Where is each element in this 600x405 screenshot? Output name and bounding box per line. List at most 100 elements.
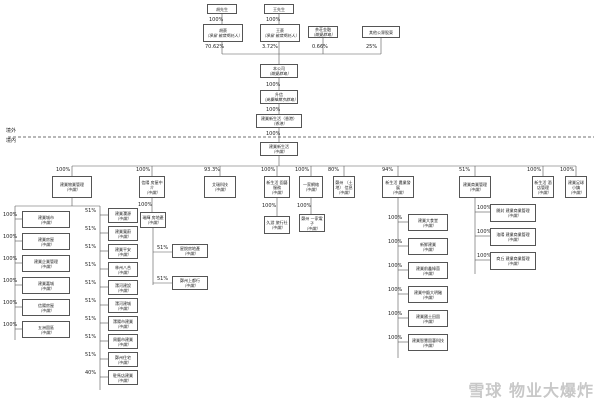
pct-level1-4: 100%: [295, 167, 310, 173]
level1-entity-7: 建業商業管理（中國）: [459, 176, 491, 198]
entity-jurisdiction: （中國）: [64, 187, 80, 192]
entity-name: 建業城市: [38, 214, 54, 220]
shareholder-wang: 王先生: [264, 4, 294, 14]
pct-pm-right-6: 51%: [85, 316, 97, 322]
entity-name: 建業前鑫綠茵: [416, 265, 440, 271]
entity-name: 胡先生: [216, 6, 228, 12]
pm-left-entity-2: 建業企業管理（中國）: [22, 255, 70, 272]
pct-agri-5: 100%: [388, 335, 403, 341]
trustee-wang: 王蔡（承留 被禁受託人）: [260, 24, 300, 42]
pm-right-entity-8: 鄭州住宅（中國）: [108, 352, 138, 367]
entity-name: 艾瑞科技: [212, 182, 228, 187]
entity-name: 王先生: [273, 6, 285, 12]
entity-jurisdiction: （中國）: [420, 294, 436, 300]
entity-jurisdiction: （中國）: [38, 219, 54, 225]
garden-entity-0: 久游 旅行社（中國）: [264, 216, 290, 234]
entity-jurisdiction: （中國）: [182, 283, 198, 288]
agri-entity-1: 新鮮建業（中國）: [408, 238, 448, 255]
entity-jurisdiction: （中國）: [115, 287, 131, 293]
pct-pm-right-7: 51%: [85, 334, 97, 340]
entity-name: 建業平安: [115, 246, 131, 252]
pct-pm-right-0: 51%: [85, 208, 97, 214]
pct-level1-5: 80%: [328, 167, 340, 173]
shengxin-bvi: 升信（英屬維爾京群島）: [260, 90, 298, 104]
entity-jurisdiction: （中國）: [145, 220, 161, 225]
pct-level1-0: 100%: [56, 167, 71, 173]
entity-jurisdiction: （中國）: [505, 213, 521, 218]
entity-jurisdiction: （中國）: [115, 251, 131, 257]
pct-chain-3: 100%: [266, 131, 281, 137]
entity-jurisdiction: （中國）: [271, 149, 287, 154]
entity-jurisdiction: （中國）: [38, 285, 54, 291]
entity-name: 建業嘉城: [38, 280, 54, 286]
entity-name: 建業物業管理: [60, 182, 84, 187]
entity-name: 鄭州住宅: [115, 354, 131, 360]
pct-wang: 100%: [266, 17, 281, 23]
pct-network-0: 100%: [297, 203, 312, 209]
entity-name: 駐馬店建業: [113, 372, 133, 378]
pct-agri-1: 100%: [388, 239, 403, 245]
outside-label: 境外: [6, 128, 17, 134]
entity-name: 建業大食堂: [418, 217, 438, 223]
pct-agency-1: 51%: [157, 245, 169, 251]
entity-name: 商丘 建業商業管理: [496, 256, 530, 261]
entity-jurisdiction: （中國）: [390, 189, 406, 195]
level1-entity-8: 新生活 酒店管理（中國）: [532, 176, 554, 198]
agri-entity-0: 建業大食堂（中國）: [408, 214, 448, 231]
entity-name: 茶荘金融: [315, 27, 331, 32]
pct-cap-hu: 70.62%: [205, 44, 225, 50]
entity-name: 本公司: [273, 66, 285, 71]
agency-entity-0: 瑞輝 房地產（中國）: [140, 212, 166, 228]
entity-name: 建業房屋: [38, 236, 54, 242]
pct-chain-2: 100%: [266, 107, 281, 113]
entity-jurisdiction: （香港）: [271, 121, 287, 126]
entity-name: 建業新生活（香港）: [261, 116, 297, 121]
new-life-hk: 建業新生活（香港）（香港）: [256, 114, 302, 128]
agency-entity-2: 鄭州上都行（中國）: [172, 276, 208, 290]
entity-name: 星銳房地產: [180, 246, 200, 251]
entity-name: 鄭州 一家電子: [301, 215, 323, 226]
entity-jurisdiction: （中國）: [336, 189, 352, 195]
pct-commercial-2: 100%: [477, 253, 492, 259]
entity-jurisdiction: （中國）: [467, 187, 483, 192]
entity-name: 五洲園區: [38, 324, 54, 330]
pct-pm-right-9: 40%: [85, 370, 97, 376]
level1-entity-9: 建業足球 小鎮（中國）: [565, 176, 587, 198]
pct-level1-2: 93.3%: [204, 167, 220, 173]
entity-jurisdiction: （中國）: [115, 359, 131, 365]
entity-jurisdiction: （中國）: [115, 305, 131, 311]
entity-jurisdiction: （中國）: [115, 377, 131, 383]
inside-label: 境內: [6, 138, 17, 144]
pm-left-entity-3: 建業嘉城（中國）: [22, 277, 70, 294]
entity-name: 胡蔡: [219, 28, 227, 33]
network-entity-0: 鄭州 一家電子（中國）: [299, 214, 325, 232]
agri-entity-3: 建業中鍛大明豬（中國）: [408, 286, 448, 303]
entity-jurisdiction: （中國）: [568, 189, 584, 195]
entity-jurisdiction: （中國）: [212, 187, 228, 192]
level1-entity-1: 信陽 房屋中介（中國）: [139, 176, 165, 198]
level1-entity-4: 一家網絡（中國）: [299, 176, 323, 198]
entity-jurisdiction: （中國）: [303, 187, 319, 192]
pct-pm-right-8: 51%: [85, 352, 97, 358]
pct-chain-1: 100%: [266, 82, 281, 88]
agri-entity-5: 建業智慧園藝科技（中國）: [408, 334, 448, 351]
entity-name: 其他公眾股東: [369, 29, 393, 35]
entity-name: 建業中鍛大明豬: [414, 289, 442, 295]
entity-name: 鄭州 （土地） 信息: [335, 179, 353, 190]
pct-pm-right-3: 51%: [85, 262, 97, 268]
entity-jurisdiction: （中國）: [269, 225, 285, 230]
pct-pm-left-2: 100%: [3, 256, 18, 262]
entity-jurisdiction: （中國）: [420, 270, 436, 276]
pct-hu: 100%: [209, 17, 224, 23]
agri-entity-2: 建業前鑫綠茵（中國）: [408, 262, 448, 279]
pct-agri-2: 100%: [388, 263, 403, 269]
pct-agency-2: 51%: [157, 276, 169, 282]
entity-name: 建業新生活: [269, 144, 289, 149]
company: 本公司（開曼群島）: [260, 64, 298, 78]
shareholder-hu: 胡先生: [207, 4, 237, 14]
entity-jurisdiction: （中國）: [420, 246, 436, 252]
chaozhuang-finance: 茶荘金融（開曼群島）: [308, 26, 338, 38]
entity-jurisdiction: （中國）: [115, 341, 131, 347]
commercial-entity-2: 商丘 建業商業管理（中國）: [490, 252, 536, 270]
